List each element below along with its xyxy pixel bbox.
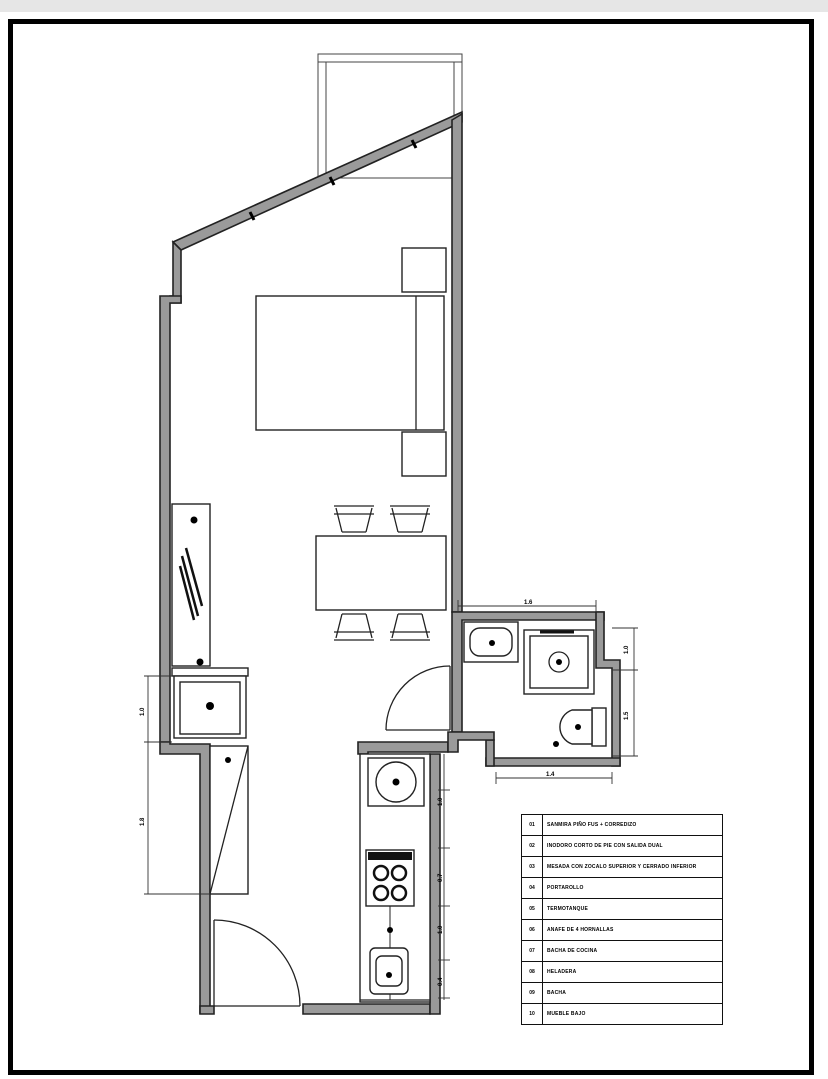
legend-code: 10 (521, 1003, 543, 1025)
legend-label: SANMIRA PIÑO FUS + CORREDIZO (542, 814, 723, 836)
legend-code: 06 (521, 919, 543, 941)
dim-wardrobe-lower: 1.8 (140, 817, 146, 826)
dim-bath-right-upper: 1.0 (624, 645, 630, 654)
legend-label: MUEBLE BAJO (542, 1003, 723, 1025)
bathroom-fixtures (463, 621, 607, 747)
dim-kitchen-2: 0.7 (438, 873, 444, 882)
exterior-walls (159, 110, 621, 1015)
low-cabinet (171, 667, 249, 739)
legend-code: 05 (521, 898, 543, 920)
dim-bath-bottom: 1.4 (546, 772, 555, 778)
legend-code: 07 (521, 940, 543, 962)
entrance-door (213, 919, 301, 1007)
wardrobe (209, 745, 249, 895)
dimension-lines (144, 600, 638, 1000)
legend-label: BACHA DE COCINA (542, 940, 723, 962)
dim-bath-right-lower: 1.5 (624, 711, 630, 720)
legend-code: 08 (521, 961, 543, 983)
balcony (317, 53, 463, 179)
legend-label: PORTAROLLO (542, 877, 723, 899)
legend-code: 09 (521, 982, 543, 1004)
double-bed (255, 247, 447, 477)
dim-wardrobe-upper: 1.0 (140, 707, 146, 716)
facade-window-marks (248, 139, 418, 221)
dimension-labels: 1.6 1.0 1.5 1.4 1.0 1.8 1.0 0.7 1.0 0.4 (140, 600, 630, 986)
tv-unit (171, 503, 211, 667)
bathroom-door (385, 665, 451, 731)
legend-label: MESADA CON ZOCALO SUPERIOR Y CERRADO INF… (542, 856, 723, 878)
legend-label: ANAFE DE 4 HORNALLAS (542, 919, 723, 941)
legend-code: 01 (521, 814, 543, 836)
dim-kitchen-4: 0.4 (438, 977, 444, 986)
dim-kitchen-1: 1.0 (438, 797, 444, 806)
legend-label: INODORO CORTO DE PIE CON SALIDA DUAL (542, 835, 723, 857)
kitchen-counter (359, 753, 431, 1003)
viewer-top-strip (0, 0, 828, 12)
legend-label: HELADERA (542, 961, 723, 983)
legend-code: 04 (521, 877, 543, 899)
legend-code: 02 (521, 835, 543, 857)
dim-kitchen-3: 1.0 (438, 925, 444, 934)
legend-label: BACHA (542, 982, 723, 1004)
dining-table-set (315, 505, 447, 641)
dim-bath-top: 1.6 (524, 600, 533, 606)
legend-code: 03 (521, 856, 543, 878)
legend-label: TERMOTANQUE (542, 898, 723, 920)
